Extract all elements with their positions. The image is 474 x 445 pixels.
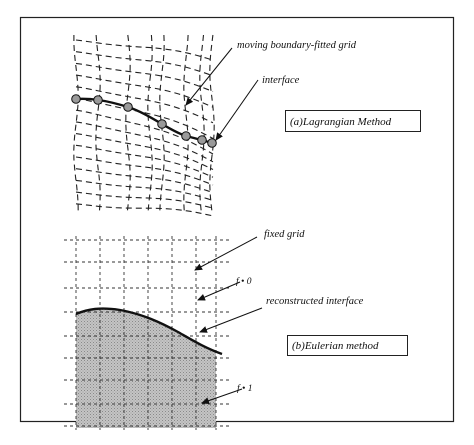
moving-grid-column-line bbox=[125, 34, 131, 213]
interface-arrow bbox=[215, 79, 259, 141]
fixed-grid-label: fixed grid bbox=[264, 229, 305, 240]
moving-grid-row-line bbox=[75, 86, 214, 124]
moving-grid-row-line bbox=[75, 121, 214, 163]
f-one-arrow bbox=[201, 388, 243, 404]
interface-marker bbox=[207, 138, 217, 148]
lagrangian-caption: (a)Lagrangian Method bbox=[290, 116, 392, 128]
moving-grid-column-line bbox=[183, 34, 189, 213]
eulerian-fixed-grid bbox=[64, 236, 232, 430]
interface-marker bbox=[123, 102, 133, 112]
moving-grid-row-line bbox=[75, 74, 214, 108]
interface-marker bbox=[157, 119, 167, 129]
lagrangian-caption-box bbox=[285, 110, 421, 132]
lagrangian-interface bbox=[71, 94, 217, 148]
moving-grid-row-line bbox=[75, 39, 214, 61]
moving-grid-row-line bbox=[75, 62, 214, 93]
moving-grid-row-line bbox=[75, 51, 214, 77]
interface-marker bbox=[93, 95, 103, 105]
interface-marker bbox=[71, 94, 81, 104]
f-zero-label: f • 0 bbox=[236, 276, 252, 287]
moving-grid-row-line bbox=[75, 109, 214, 155]
lagrangian-moving-grid bbox=[73, 34, 215, 217]
f-one-label: f • 1 bbox=[237, 383, 252, 394]
moving-grid-column-line bbox=[147, 34, 153, 213]
reconstructed-interface-arrow bbox=[199, 307, 263, 333]
fixed-grid-arrow bbox=[194, 236, 258, 271]
moving-grid-row-line bbox=[75, 179, 214, 202]
eulerian-caption-box bbox=[287, 335, 408, 356]
moving-grid-label: moving boundary-fitted grid bbox=[237, 40, 357, 51]
moving-grid-column-line bbox=[95, 34, 101, 213]
figure-frame bbox=[19, 16, 455, 423]
fluid-region-f1 bbox=[76, 308, 216, 428]
f-zero-arrow bbox=[197, 281, 241, 301]
interface-marker bbox=[197, 135, 207, 145]
moving-grid-column-line bbox=[73, 35, 79, 213]
moving-grid-row-line bbox=[75, 203, 214, 217]
interface-label: interface bbox=[262, 75, 300, 86]
moving-grid-row-line bbox=[75, 144, 214, 178]
interface-marker bbox=[181, 131, 191, 141]
moving-grid-row-line bbox=[75, 133, 214, 170]
moving-grid-row-line bbox=[75, 191, 214, 209]
moving-grid-row-line bbox=[75, 168, 214, 194]
reconstructed-interface-label: reconstructed interface bbox=[266, 296, 364, 307]
moving-grid-row-line bbox=[75, 156, 214, 186]
moving-grid-arrow bbox=[185, 47, 233, 106]
moving-grid-column-line bbox=[209, 34, 215, 213]
reconstructed-interface-curve bbox=[75, 307, 223, 356]
moving-grid-column-line bbox=[199, 34, 205, 213]
eulerian-caption: (b)Eulerian method bbox=[292, 340, 379, 352]
